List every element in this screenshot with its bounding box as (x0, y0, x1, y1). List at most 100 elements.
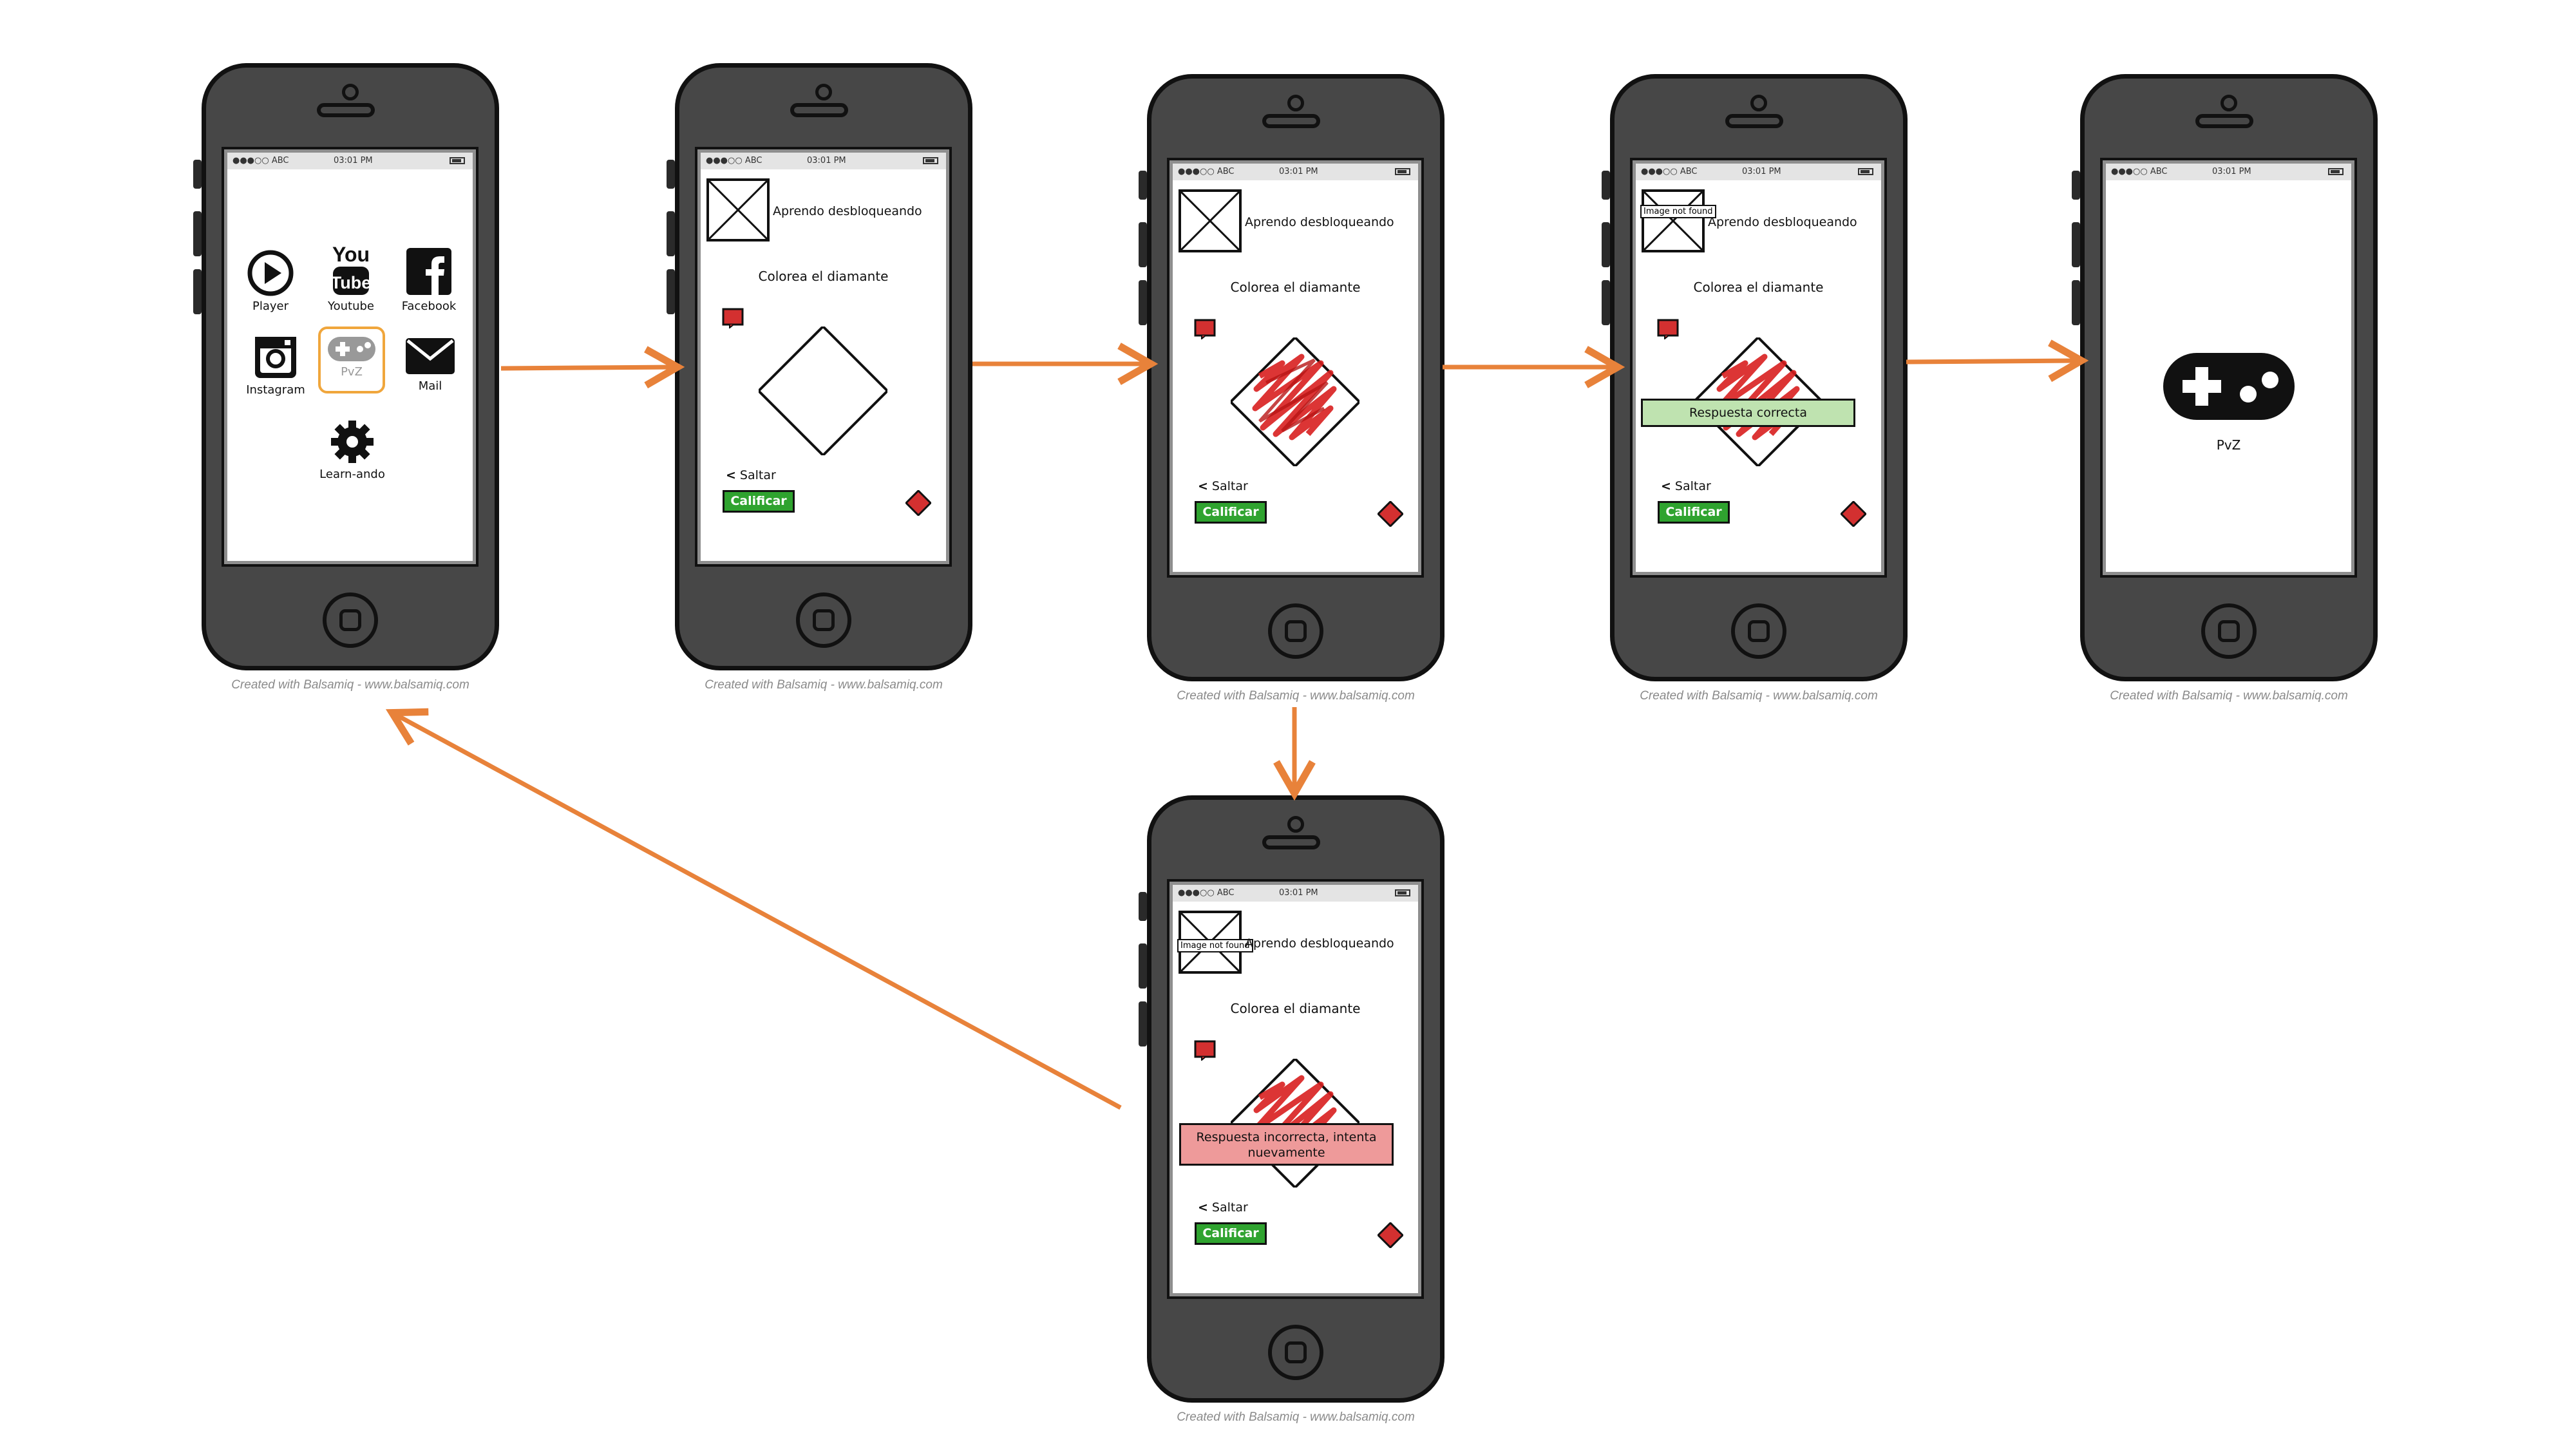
volume-up-button (193, 211, 202, 256)
home-button[interactable] (1268, 1325, 1323, 1380)
camera-icon (342, 84, 359, 100)
home-button[interactable] (1731, 603, 1786, 659)
phone-quiz-colored: ●●●○○ ABC 03:01 PM Aprendo desbloqueando… (1139, 74, 1444, 703)
image-placeholder: Image not found (1177, 911, 1253, 974)
grade-button[interactable]: Calificar (1658, 501, 1730, 524)
image-placeholder (706, 178, 770, 242)
image-not-found-label: Image not found (1177, 939, 1253, 952)
app-label: Youtube (328, 299, 374, 313)
credit-text: Created with Balsamiq - www.balsamiq.com (1177, 1410, 1415, 1424)
status-bar: ●●●○○ ABC 03:01 PM (227, 153, 473, 169)
phone-quiz-correct: ●●●○○ ABC 03:01 PM Image not found Apren… (1602, 74, 1908, 703)
status-bar: ●●●○○ ABC 03:01 PM (1173, 885, 1418, 902)
home-square-icon (339, 609, 361, 631)
credit-text: Created with Balsamiq - www.balsamiq.com (2110, 689, 2348, 703)
home-square-icon (1285, 1341, 1307, 1363)
status-carrier: ●●●○○ ABC (1641, 167, 1698, 176)
battery-icon (450, 157, 465, 164)
skip-label: Saltar (739, 468, 776, 482)
quiz-title: Aprendo desbloqueando (1245, 215, 1394, 229)
home-button[interactable] (323, 592, 378, 648)
quiz-title: Aprendo desbloqueando (1245, 936, 1394, 951)
app-label: Learn-ando (319, 468, 385, 481)
credit-text: Created with Balsamiq - www.balsamiq.com (1177, 689, 1415, 703)
battery-icon (1858, 168, 1873, 175)
mute-switch (193, 160, 202, 189)
grade-button[interactable]: Calificar (1195, 1222, 1267, 1245)
app-instagram[interactable]: Instagram (240, 334, 311, 397)
volume-down-button (193, 269, 202, 314)
status-carrier: ●●●○○ ABC (1178, 888, 1235, 898)
screen: ●●●○○ ABC 03:01 PM Image not found Apren… (1173, 885, 1418, 1293)
skip-link[interactable]: <Saltar (726, 468, 776, 482)
quiz-prompt: Colorea el diamante (1230, 279, 1361, 295)
app-label: Mail (418, 379, 442, 393)
gamepad-icon (2163, 353, 2295, 420)
quiz-title: Aprendo desbloqueando (1708, 215, 1857, 229)
app-player[interactable]: Player (235, 249, 306, 313)
home-button[interactable] (1268, 603, 1323, 659)
camera-icon (1287, 816, 1304, 833)
phone-quiz-incorrect: ●●●○○ ABC 03:01 PM Image not found Apren… (1139, 795, 1444, 1424)
volume-down-button (667, 269, 675, 314)
mute-switch (1139, 171, 1147, 200)
game-label: PvZ (2216, 437, 2241, 453)
speaker-grille (1725, 114, 1783, 128)
flag-icon[interactable] (1194, 319, 1217, 339)
grade-button[interactable]: Calificar (1195, 501, 1267, 524)
app-learn-ando[interactable]: Learn-ando (314, 419, 391, 481)
chevron-left-icon: < (1198, 1200, 1208, 1215)
status-bar: ●●●○○ ABC 03:01 PM (1636, 164, 1881, 180)
phone-quiz-empty: ●●●○○ ABC 03:01 PM Aprendo desbloqueando… (667, 63, 972, 692)
app-label: Player (252, 299, 289, 313)
play-icon (247, 250, 294, 296)
app-facebook[interactable]: Facebook (393, 246, 464, 313)
diamond-canvas[interactable] (759, 327, 887, 455)
status-carrier: ●●●○○ ABC (1178, 167, 1235, 176)
red-scribble (1252, 354, 1337, 440)
credit-text: Created with Balsamiq - www.balsamiq.com (1640, 689, 1878, 703)
status-carrier: ●●●○○ ABC (706, 156, 762, 166)
status-time: 03:01 PM (1279, 888, 1318, 898)
red-diamond-icon (1378, 501, 1403, 527)
quiz-title: Aprendo desbloqueando (773, 204, 922, 218)
diamond-canvas[interactable] (1231, 337, 1359, 466)
chevron-left-icon: < (1198, 479, 1208, 493)
chevron-left-icon: < (1661, 479, 1671, 493)
flag-icon[interactable] (1194, 1040, 1217, 1061)
status-bar: ●●●○○ ABC 03:01 PM (1173, 164, 1418, 180)
status-bar: ●●●○○ ABC 03:01 PM (701, 153, 946, 169)
flag-icon[interactable] (1657, 319, 1680, 339)
grade-button[interactable]: Calificar (723, 490, 795, 513)
status-time: 03:01 PM (2212, 167, 2251, 176)
red-scribble (1715, 354, 1800, 440)
phone-game-screen: ●●●○○ ABC 03:01 PM PvZ Created with Bals… (2072, 74, 2378, 703)
screen: ●●●○○ ABC 03:01 PM Image not found Apren… (1636, 164, 1881, 572)
home-square-icon (1748, 620, 1770, 642)
app-mail[interactable]: Mail (395, 334, 466, 393)
flag-icon[interactable] (722, 308, 745, 328)
image-placeholder: Image not found (1640, 189, 1716, 252)
battery-icon (1395, 168, 1410, 175)
quiz-prompt: Colorea el diamante (1230, 1001, 1361, 1016)
red-diamond-icon (905, 490, 931, 516)
home-button[interactable] (2201, 603, 2257, 659)
home-square-icon (813, 609, 835, 631)
volume-up-button (1139, 222, 1147, 267)
image-placeholder (1179, 189, 1242, 252)
red-diamond-icon (1378, 1222, 1403, 1248)
mute-switch (1139, 892, 1147, 921)
speaker-grille (1262, 835, 1320, 849)
screen: ●●●○○ ABC 03:01 PM Aprendo desbloqueando… (1173, 164, 1418, 572)
home-square-icon (2218, 620, 2240, 642)
home-button[interactable] (796, 592, 851, 648)
skip-link[interactable]: <Saltar (1198, 479, 1248, 493)
speaker-grille (790, 103, 848, 117)
skip-link[interactable]: <Saltar (1661, 479, 1711, 493)
svg-text:Tube: Tube (331, 273, 372, 292)
facebook-icon (406, 248, 451, 295)
app-pvz[interactable]: PvZ (318, 327, 385, 393)
skip-link[interactable]: <Saltar (1198, 1200, 1248, 1215)
